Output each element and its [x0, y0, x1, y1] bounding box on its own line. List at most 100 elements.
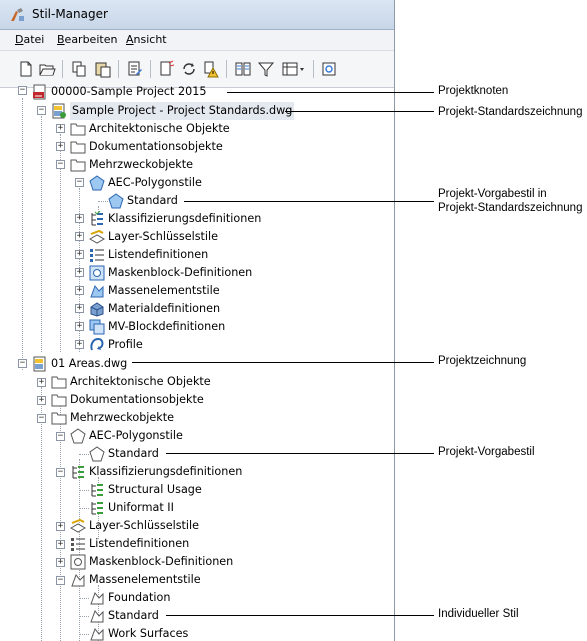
synchronize-icon[interactable] — [180, 60, 198, 78]
expand-toggle[interactable]: + — [75, 339, 84, 349]
tree-guide — [98, 201, 108, 202]
tree-guide — [41, 116, 42, 352]
new-drawing-icon[interactable] — [17, 60, 35, 78]
classification-icon — [91, 484, 103, 497]
stil-manager-window: Stil-Manager Datei Bearbeiten Ansicht — [0, 0, 395, 641]
compare-icon[interactable] — [234, 60, 252, 78]
menu-bearbeiten[interactable]: Bearbeiten — [57, 33, 118, 46]
tree-guide — [79, 508, 89, 509]
expand-toggle[interactable]: + — [56, 141, 65, 151]
tree-node-multipurpose-objects[interactable]: Mehrzweckobjekte — [70, 156, 193, 174]
mask-block-icon — [70, 554, 86, 570]
callout-individueller-stil: Individueller Stil — [438, 608, 519, 620]
classification-icon — [72, 466, 84, 479]
toolbar-separator — [62, 60, 63, 78]
tree-node-layer-key-styles[interactable]: Layer-Schlüsselstile — [70, 517, 199, 535]
profile-icon — [90, 337, 104, 351]
paste-icon[interactable] — [94, 60, 112, 78]
mass-element-icon — [90, 627, 104, 641]
tree-node-layer-key-styles[interactable]: Layer-Schlüsselstile — [89, 228, 218, 246]
title-bar[interactable]: Stil-Manager — [0, 0, 394, 30]
tree-node-multipurpose-objects[interactable]: Mehrzweckobjekte — [51, 409, 174, 427]
expand-toggle[interactable]: + — [56, 557, 65, 567]
expand-toggle[interactable]: + — [75, 321, 84, 331]
collapse-toggle[interactable]: − — [56, 575, 65, 585]
warning-icon[interactable] — [202, 60, 220, 78]
expand-toggle[interactable]: + — [56, 539, 65, 549]
tree-node-foundation[interactable]: Foundation — [89, 589, 170, 607]
tree-node-list-definitions[interactable]: Listendefinitionen — [89, 246, 208, 264]
filter-icon[interactable] — [257, 60, 275, 78]
expand-toggle[interactable]: + — [75, 213, 84, 223]
mv-block-icon — [89, 319, 105, 335]
collapse-toggle[interactable]: − — [37, 413, 46, 423]
tree-node-aec-polygon-styles[interactable]: AEC-Polygonstile — [70, 427, 183, 445]
expand-toggle[interactable]: + — [37, 377, 46, 387]
tree-node-standard-mass-style[interactable]: Standard — [89, 607, 159, 625]
tree-node-standards-drawing[interactable]: Sample Project - Project Standards.dwg — [51, 102, 295, 120]
tree-node-standard-polygon-style[interactable]: Standard — [89, 445, 159, 463]
collapse-toggle[interactable]: − — [56, 467, 65, 477]
tree-node-classification-definitions[interactable]: Klassifizierungsdefinitionen — [70, 463, 242, 481]
tree-node-uniformat[interactable]: Uniformat II — [89, 499, 174, 517]
edit-style-icon[interactable] — [126, 60, 144, 78]
view-toggle-icon[interactable] — [281, 60, 307, 78]
tree-node-documentation-objects[interactable]: Dokumentationsobjekte — [70, 138, 223, 156]
collapse-toggle[interactable]: − — [18, 85, 27, 95]
toolbar-separator — [226, 60, 227, 78]
folder-icon — [51, 376, 67, 389]
tree-node-mv-block-definitions[interactable]: MV-Blockdefinitionen — [89, 318, 225, 336]
tree-node-mask-block-definitions[interactable]: Maskenblock-Definitionen — [89, 264, 252, 282]
tree-node-mass-element-styles[interactable]: Massenelementstile — [70, 571, 201, 589]
tree-node-areas-drawing[interactable]: 01 Areas.dwg — [32, 355, 127, 373]
tree-node-mass-element-styles[interactable]: Massenelementstile — [89, 282, 220, 300]
expand-toggle[interactable]: + — [75, 249, 84, 259]
purge-icon[interactable] — [158, 60, 176, 78]
tree-guide — [79, 490, 89, 491]
menu-datei[interactable]: Datei — [15, 33, 45, 46]
tree-node-structural-usage[interactable]: Structural Usage — [89, 481, 202, 499]
style-tree[interactable]: − 00000-Sample Project 2015 − Sample Pro… — [0, 84, 394, 641]
tree-guide — [22, 98, 23, 370]
tree-node-architectural-objects[interactable]: Architektonische Objekte — [51, 373, 211, 391]
expand-toggle[interactable]: + — [75, 285, 84, 295]
tree-node-classification-definitions[interactable]: Klassifizierungsdefinitionen — [89, 210, 261, 228]
tree-node-work-surfaces[interactable]: Work Surfaces — [89, 625, 188, 641]
tree-node-profiles[interactable]: Profile — [89, 336, 143, 354]
copy-icon[interactable] — [70, 60, 88, 78]
tree-node-list-definitions[interactable]: Listendefinitionen — [70, 535, 189, 553]
expand-toggle[interactable]: + — [56, 123, 65, 133]
collapse-toggle[interactable]: − — [56, 431, 65, 441]
menu-ansicht[interactable]: Ansicht — [126, 33, 167, 46]
collapse-toggle[interactable]: − — [75, 177, 84, 187]
tree-node-aec-polygon-styles[interactable]: AEC-Polygonstile — [89, 174, 202, 192]
open-drawing-icon[interactable] — [38, 60, 56, 78]
callout-line — [184, 201, 434, 202]
collapse-toggle[interactable]: − — [18, 358, 27, 368]
collapse-toggle[interactable]: − — [37, 105, 46, 115]
mass-element-icon — [90, 591, 104, 605]
polygon-icon — [89, 175, 105, 191]
settings-icon[interactable] — [320, 60, 338, 78]
tree-node-standard-polygon-style[interactable]: Standard — [108, 192, 178, 210]
tree-guide — [98, 206, 99, 214]
tree-node-project[interactable]: 00000-Sample Project 2015 — [32, 83, 206, 101]
expand-toggle[interactable]: + — [75, 303, 84, 313]
tree-node-documentation-objects[interactable]: Dokumentationsobjekte — [51, 391, 204, 409]
callout-projekt-vorgabestil: Projekt-Vorgabestil — [438, 446, 535, 458]
expand-toggle[interactable]: + — [56, 521, 65, 531]
callout-projektknoten: Projektknoten — [438, 85, 509, 97]
callout-line — [166, 615, 434, 616]
layer-key-icon — [89, 229, 105, 244]
collapse-toggle[interactable]: − — [56, 159, 65, 169]
expand-toggle[interactable]: + — [75, 267, 84, 277]
tree-node-material-definitions[interactable]: Materialdefinitionen — [89, 300, 220, 318]
tree-guide — [41, 387, 42, 641]
menu-bar: Datei Bearbeiten Ansicht — [0, 30, 394, 51]
folder-icon — [51, 394, 67, 407]
tree-node-mask-block-definitions[interactable]: Maskenblock-Definitionen — [70, 553, 233, 571]
tree-guide — [98, 477, 99, 485]
expand-toggle[interactable]: + — [75, 231, 84, 241]
tree-node-architectural-objects[interactable]: Architektonische Objekte — [70, 120, 230, 138]
expand-toggle[interactable]: + — [37, 395, 46, 405]
